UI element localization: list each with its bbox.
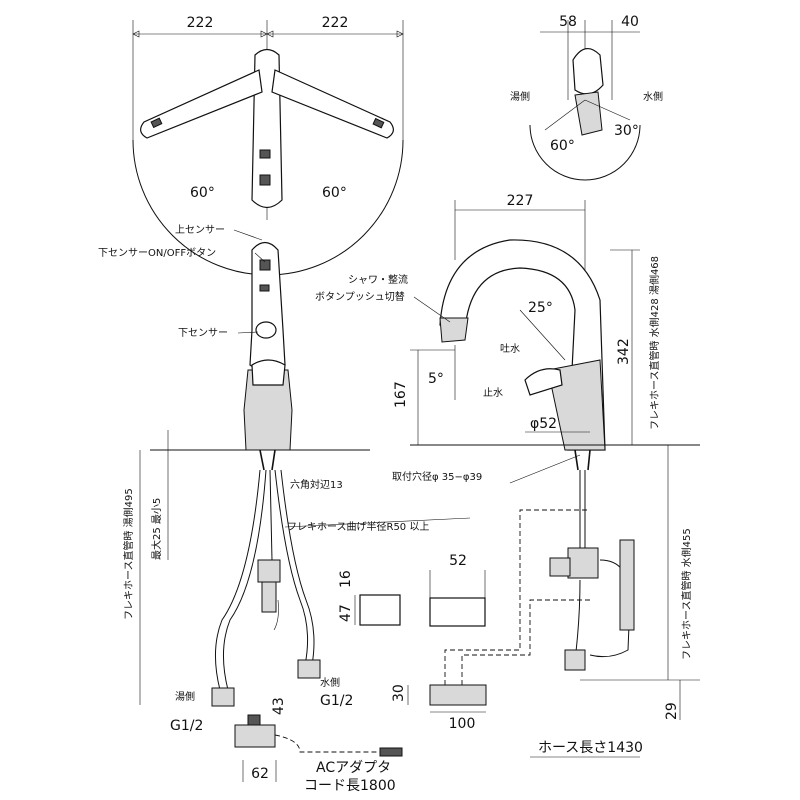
dim-handle-left: 58: [559, 14, 577, 30]
dim-adapter-16: 16: [338, 570, 354, 588]
angle-left: 60°: [190, 185, 215, 201]
label-hot-bottom: 湯側: [175, 690, 195, 703]
dim-plug-62: 62: [251, 766, 269, 782]
plan-view: 222 222 60° 60°: [132, 15, 404, 276]
label-cord-length: コード長1800: [304, 778, 396, 794]
label-ac-adapter: ACアダプタ: [316, 760, 391, 776]
label-stop-water: 止水: [483, 387, 503, 399]
label-shower-2: ボタンプッシュ切替: [315, 290, 405, 303]
dim-diameter-52: φ52: [530, 416, 557, 432]
angle-handle-left: 60°: [550, 138, 575, 154]
label-max-min: 最大25 最小5: [150, 498, 163, 560]
angle-5: 5°: [428, 371, 444, 387]
label-spout-water: 吐水: [500, 343, 520, 355]
label-lower-sensor: 下センサー: [178, 327, 228, 339]
label-flex-hot-straight: フレキホース直管時 湯側495: [122, 488, 135, 620]
dim-box-30: 30: [391, 684, 407, 702]
dim-adapter-w: 52: [449, 553, 467, 569]
dim-167: 167: [393, 381, 409, 408]
dim-box-100: 100: [449, 716, 476, 732]
dim-top-left: 222: [187, 15, 214, 31]
label-hex: 六角対辺13: [290, 478, 343, 491]
label-hot-top: 湯側: [510, 90, 530, 103]
dim-plug-43: 43: [271, 697, 287, 715]
angle-right: 60°: [322, 185, 347, 201]
label-flex-right-bottom: フレキホース直管時 水側455: [680, 528, 693, 660]
handle-angle-view: 58 40 湯側 水側 60° 30°: [510, 14, 663, 181]
label-upper-sensor: 上センサー: [175, 224, 225, 236]
label-flex-right-top: フレキホース直管時 水側428 湯側468: [648, 256, 661, 430]
side-elevation: 227 シャワ・整流 ボタンプッシュ切替 25° 吐水 止水 5° 167 34…: [315, 193, 700, 758]
front-elevation: 上センサー 下センサーON/OFFボタン 下センサー 六角対辺13 フレキホース…: [98, 224, 471, 794]
label-cold-bottom: 水側: [320, 676, 340, 689]
angle-25: 25°: [528, 300, 553, 316]
dim-top-right: 222: [322, 15, 349, 31]
dim-342: 342: [616, 338, 632, 365]
label-g-left: G1/2: [170, 718, 203, 734]
label-shower-1: シャワ・整流: [348, 273, 408, 286]
label-hose-bend: フレキホース曲げ半径R50 以上: [287, 520, 429, 533]
dim-handle-right: 40: [621, 14, 639, 30]
label-cold-top: 水側: [643, 90, 663, 103]
label-lower-sensor-button: 下センサーON/OFFボタン: [98, 247, 216, 259]
dim-29: 29: [664, 702, 680, 720]
control-parts: 16 47 52 30 100: [338, 509, 590, 732]
angle-handle-right: 30°: [614, 123, 639, 139]
label-hose-length: ホース長さ1430: [538, 740, 643, 756]
dim-spout-reach: 227: [507, 193, 534, 209]
label-g-right: G1/2: [320, 693, 353, 709]
dim-adapter-47: 47: [338, 604, 354, 622]
label-hole-diameter: 取付穴径φ 35−φ39: [392, 470, 482, 483]
